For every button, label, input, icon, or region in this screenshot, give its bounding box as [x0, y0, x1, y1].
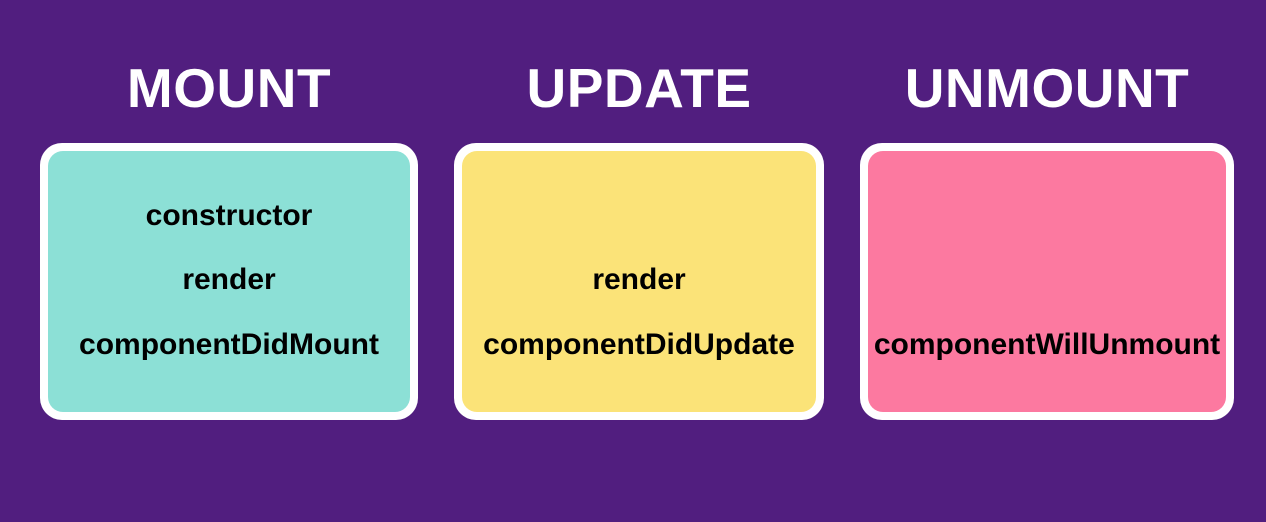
phase-card-update-surface: render componentDidUpdate — [462, 151, 816, 412]
phase-title-update: UPDATE — [526, 57, 752, 119]
phase-card-unmount-surface: componentWillUnmount — [868, 151, 1226, 412]
method-item: constructor — [145, 199, 313, 232]
phase-column-mount: MOUNT constructor render componentDidMou… — [40, 0, 418, 522]
method-item: componentDidUpdate — [483, 328, 795, 361]
phase-title-mount: MOUNT — [126, 57, 332, 119]
phase-title-unmount: UNMOUNT — [904, 57, 1190, 119]
phase-column-unmount: UNMOUNT componentWillUnmount — [860, 0, 1234, 522]
phase-card-update: render componentDidUpdate — [454, 143, 824, 420]
method-item: componentDidMount — [79, 328, 379, 361]
method-item: componentWillUnmount — [873, 328, 1221, 361]
method-item: render — [182, 263, 276, 296]
phase-card-unmount: componentWillUnmount — [860, 143, 1234, 420]
method-item: render — [592, 263, 686, 296]
phase-column-update: UPDATE render componentDidUpdate — [454, 0, 824, 522]
phase-card-mount: constructor render componentDidMount — [40, 143, 418, 420]
phase-card-mount-surface: constructor render componentDidMount — [48, 151, 410, 412]
